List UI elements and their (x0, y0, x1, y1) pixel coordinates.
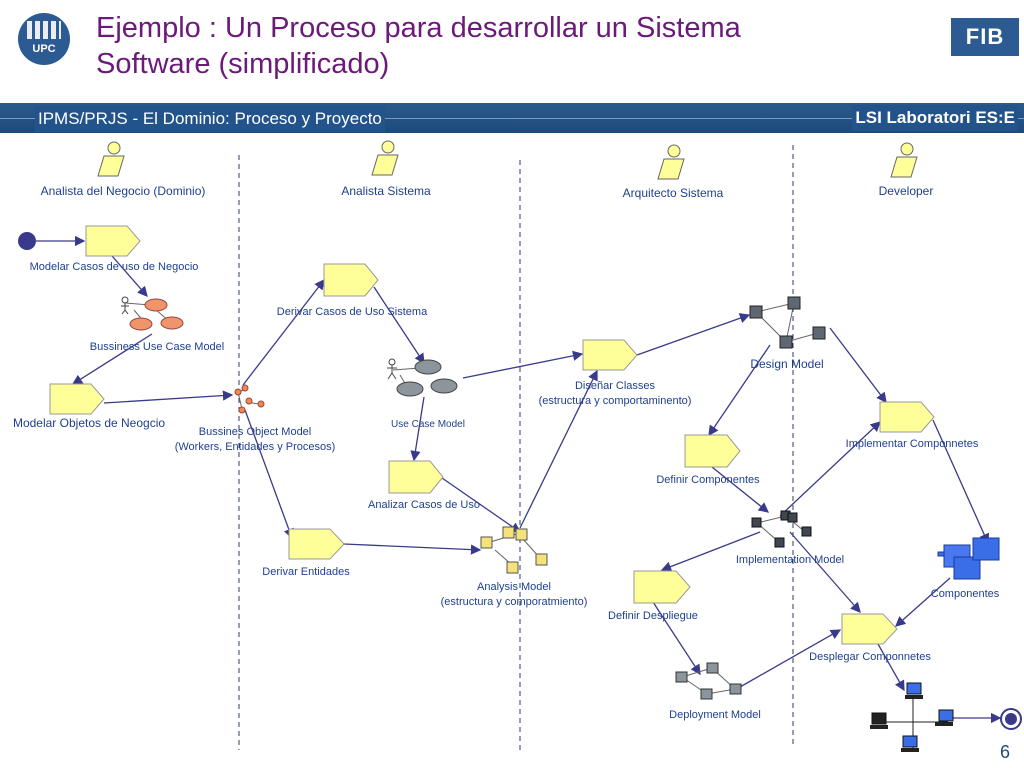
analysis-model-icon (480, 526, 548, 574)
use-case-model-icon (387, 358, 458, 397)
activity-label: Modelar Objetos de Neogcio (13, 416, 165, 430)
activity-definir-componentes (684, 434, 741, 468)
business-object-model-icon (234, 384, 265, 414)
artifact-label: Bussines Object Model (199, 426, 312, 438)
activity-label: Derivar Entidades (262, 566, 350, 578)
activity-label: Analizar Casos de Uso (368, 499, 480, 511)
upc-logo-text: UPC (32, 43, 56, 55)
lab-label: LSI Laboratori ES:E (852, 105, 1018, 131)
activity-disenar-classes (582, 339, 638, 371)
artifact-label: Componentes (931, 588, 1000, 600)
activity-label: Definir Despliegue (608, 610, 698, 622)
activity-label: Desplegar Componnetes (809, 651, 931, 663)
end-node (1000, 708, 1022, 730)
header-band-line (0, 118, 1024, 119)
activity-derivar-entidades (288, 528, 345, 560)
role-actor-icon (657, 144, 685, 180)
page-title: Ejemplo : Un Proceso para desarrollar un… (96, 10, 896, 82)
artifact-label: Use Case Model (391, 419, 465, 430)
activity-derivar-casos-sistema (323, 263, 379, 297)
role-label: Analista del Negocio (Dominio) (41, 184, 206, 198)
componentes-icon (937, 537, 1000, 580)
fib-logo: FIB (951, 18, 1019, 56)
activity-modelar-casos-negocio (85, 225, 141, 257)
deployment-model-icon (675, 662, 742, 700)
role-label: Arquitecto Sistema (623, 186, 724, 200)
role-label: Analista Sistema (341, 184, 431, 198)
artifact-label: Deployment Model (669, 709, 761, 721)
artifact-label: (Workers, Entidades y Procesos) (175, 441, 336, 453)
page-number: 6 (999, 742, 1010, 762)
flow-arrows (36, 235, 1002, 724)
start-node (18, 232, 36, 250)
activity-desplegar-componentes (841, 613, 898, 645)
artifact-label: (estructura y comporatmiento) (441, 596, 588, 608)
implementation-model-icon (751, 510, 812, 548)
activity-analizar-casos (388, 460, 444, 494)
activity-label: Derivar Casos de Uso Sistema (277, 306, 428, 318)
activity-label: Definir Componentes (656, 474, 760, 486)
artifact-label: Implementation Model (736, 554, 844, 566)
activity-implementar-componentes (879, 401, 935, 433)
deployed-network-icon (870, 682, 954, 752)
activity-definir-despliegue (633, 570, 691, 604)
upc-logo: UPC (18, 13, 70, 65)
artifact-label: Bussiness Use Case Model (90, 341, 225, 353)
activity-modelar-objetos (49, 383, 105, 415)
design-model-icon (749, 296, 826, 349)
subtitle: IPMS/PRJS - El Dominio: Proceso y Proyec… (35, 106, 385, 132)
title-line-2: Software (simplificado) (96, 48, 390, 80)
artifact-label: Analysis Model (477, 581, 551, 593)
business-use-case-model-icon (121, 296, 184, 331)
role-actor-icon (371, 140, 399, 176)
artifact-label: Design Model (750, 357, 823, 371)
role-actor-icon (890, 142, 918, 178)
activity-label: Modelar Casos de uso de Negocio (30, 261, 199, 273)
role-label: Developer (879, 184, 934, 198)
role-actor-icon (97, 141, 125, 177)
title-line-1: Ejemplo : Un Proceso para desarrollar un… (96, 12, 741, 44)
activity-label: Diseñar Classes (575, 380, 656, 392)
activity-label: (estructura y comportaminento) (539, 395, 692, 407)
activity-label: Implementar Componnetes (846, 438, 979, 450)
